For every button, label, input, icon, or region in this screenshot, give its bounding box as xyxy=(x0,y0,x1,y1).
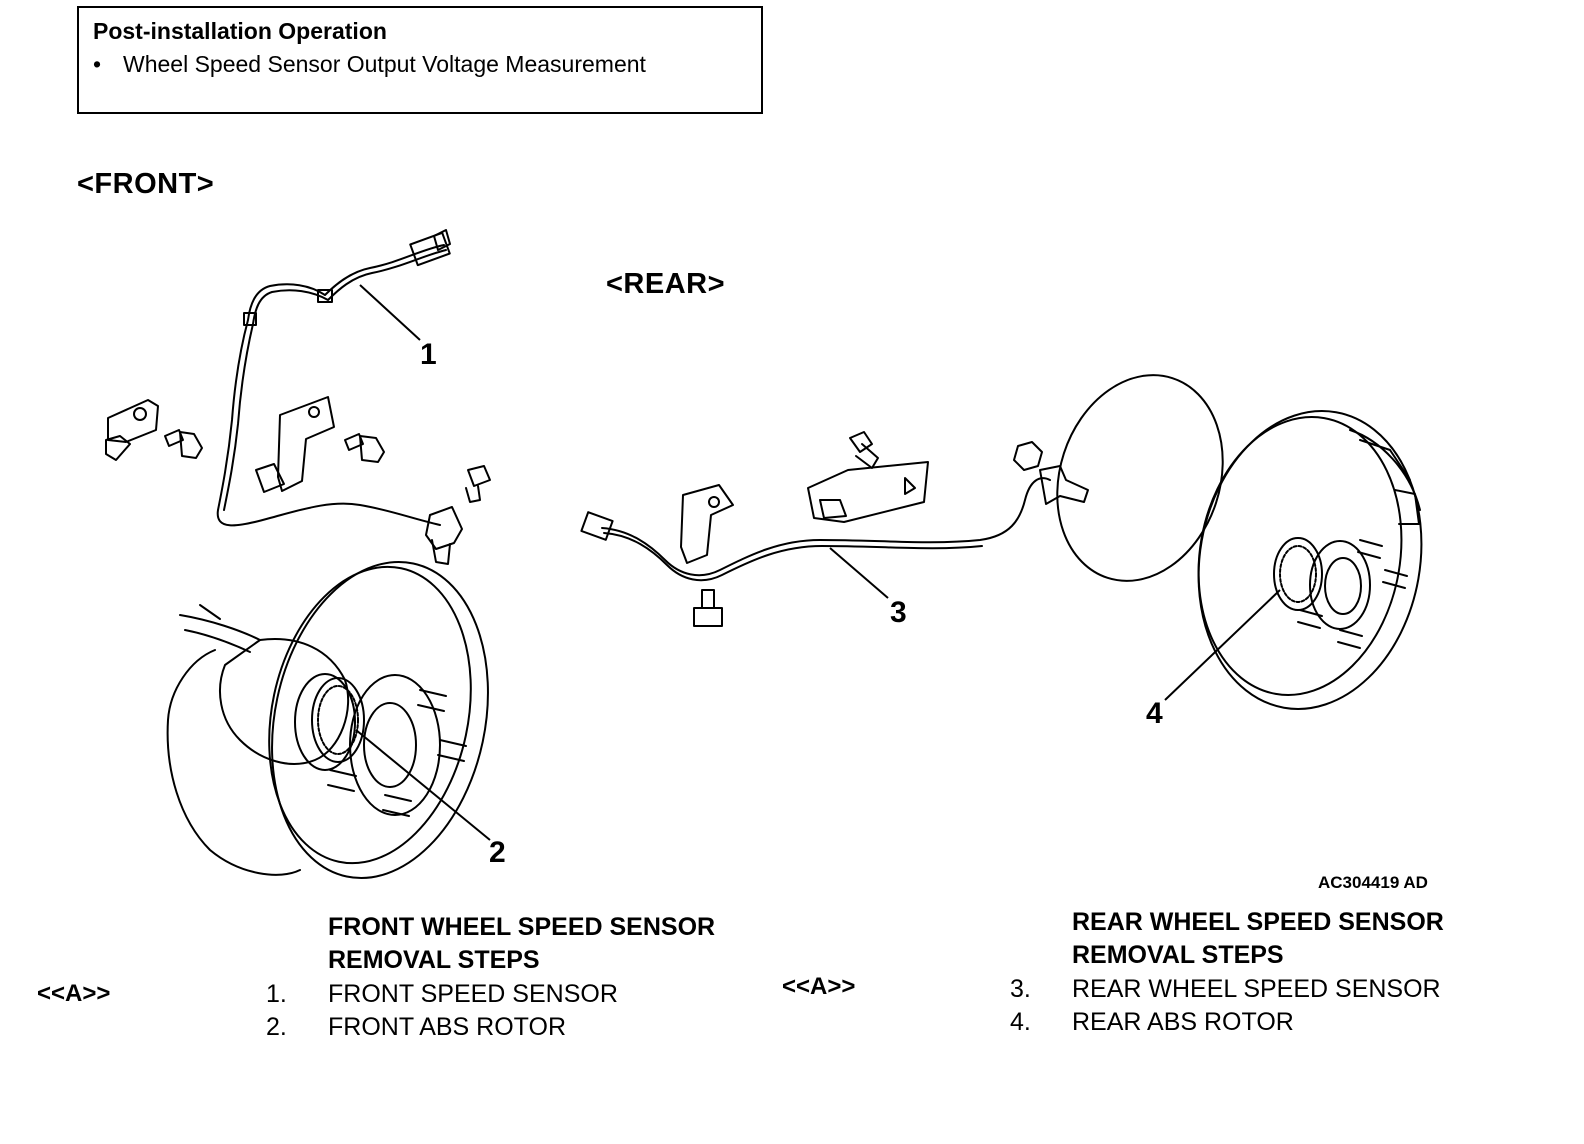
rear-bracket-right xyxy=(807,461,929,523)
front-steps-title-line1: FRONT WHEEL SPEED SENSOR xyxy=(328,913,716,941)
front-step-1-number: 1. xyxy=(266,980,287,1008)
figure-code: AC304419 AD xyxy=(1318,873,1428,892)
rear-steps-title-line2: REMOVAL STEPS xyxy=(1072,941,1284,969)
post-installation-item-text: Wheel Speed Sensor Output Voltage Measur… xyxy=(123,51,646,77)
bullet-icon: • xyxy=(93,51,102,77)
rear-sensor-harness xyxy=(580,477,1051,582)
rear-step-3-number: 3. xyxy=(1010,975,1031,1003)
callout-4: 4 xyxy=(1146,697,1163,730)
front-steps-title: FRONT WHEEL SPEED SENSOR REMOVAL STEPS xyxy=(328,911,715,977)
rear-ref-a: <<A>> xyxy=(782,973,856,1000)
rear-steps-title-line1: REAR WHEEL SPEED SENSOR xyxy=(1072,908,1444,936)
rear-sensor-head xyxy=(1039,465,1089,505)
rear-nut xyxy=(1013,441,1043,471)
callout-3: 3 xyxy=(890,596,907,629)
front-step-2-number: 2. xyxy=(266,1013,287,1041)
rear-steps-title: REAR WHEEL SPEED SENSOR REMOVAL STEPS xyxy=(1072,906,1444,972)
front-bracket-center xyxy=(255,396,335,493)
callout-2: 2 xyxy=(489,836,506,869)
front-steps-title-line2: REMOVAL STEPS xyxy=(328,946,540,974)
front-label: <FRONT> xyxy=(77,168,215,200)
front-ref-a: <<A>> xyxy=(37,980,111,1007)
rear-step-4-text: REAR ABS ROTOR xyxy=(1072,1008,1294,1036)
leader-line-2 xyxy=(355,729,491,841)
rear-backing-plate xyxy=(1056,374,1224,582)
post-installation-item: • Wheel Speed Sensor Output Voltage Measu… xyxy=(93,51,646,78)
front-bolt-c xyxy=(465,465,491,503)
front-step-1-text: FRONT SPEED SENSOR xyxy=(328,980,618,1008)
front-bolt-b xyxy=(344,433,385,463)
leader-line-1 xyxy=(359,284,421,341)
rear-hub-assembly xyxy=(1197,410,1423,710)
front-bolt-a xyxy=(164,429,203,459)
leader-line-3 xyxy=(829,547,889,599)
front-step-2-text: FRONT ABS ROTOR xyxy=(328,1013,567,1041)
front-hub-assembly xyxy=(166,560,489,880)
front-sensor-harness xyxy=(216,229,463,565)
post-installation-box: Post-installation Operation • Wheel Speed… xyxy=(77,6,763,114)
rear-bolt-top xyxy=(849,431,879,469)
rear-label: <REAR> xyxy=(606,268,726,300)
leader-line-4 xyxy=(1164,589,1281,701)
rear-step-3-text: REAR WHEEL SPEED SENSOR xyxy=(1072,975,1441,1003)
post-installation-title: Post-installation Operation xyxy=(93,18,387,44)
callout-1: 1 xyxy=(420,338,437,371)
rear-bolt-bottom xyxy=(693,589,723,627)
rear-step-4-number: 4. xyxy=(1010,1008,1031,1036)
front-bracket-left xyxy=(105,399,159,461)
rear-bracket-left xyxy=(680,484,734,564)
